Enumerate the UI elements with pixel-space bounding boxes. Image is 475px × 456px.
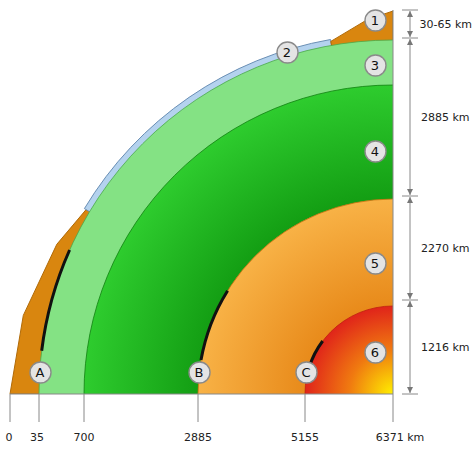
callout-number: A: [36, 365, 45, 380]
callout-circle: A: [29, 361, 52, 384]
thickness-scale: [402, 10, 418, 394]
boundary-mark: [42, 250, 70, 351]
callout-number: 5: [371, 256, 379, 271]
callout-number: 2: [283, 45, 291, 60]
callout-circle: 5: [364, 252, 387, 275]
upper-mantle: [39, 40, 393, 394]
depth-label: 0: [6, 431, 13, 444]
thickness-label: 2885 km: [421, 111, 470, 124]
callout-number: B: [195, 365, 204, 380]
callout-circle: 2: [276, 41, 299, 64]
callout-circle: B: [188, 361, 211, 384]
callout-circle: C: [295, 361, 318, 384]
depth-label: 5155: [291, 431, 319, 444]
callout-number: 4: [371, 144, 379, 159]
callout-circle: 1: [364, 9, 387, 32]
depth-label: 35: [30, 431, 44, 444]
thickness-label: 1216 km: [421, 341, 470, 354]
callout-circle: 3: [364, 54, 387, 77]
depth-label: 6371 km: [376, 431, 425, 444]
lower-mantle: [84, 85, 393, 394]
boundary-mark: [201, 291, 228, 360]
earth-quarter: [10, 11, 393, 394]
outer-core: [198, 199, 393, 394]
thickness-label: 2270 km: [421, 242, 470, 255]
thickness-label: 30-65 km: [419, 18, 472, 31]
callout-number: 6: [371, 345, 379, 360]
inner-core: [305, 306, 393, 394]
callout-circle: 4: [364, 140, 387, 163]
callout-number: 1: [371, 13, 379, 28]
depth-axis: [10, 10, 393, 422]
callout-circle: 6: [364, 341, 387, 364]
callout-number: 3: [371, 58, 379, 73]
callout-number: C: [301, 365, 310, 380]
depth-label: 2885: [184, 431, 212, 444]
depth-label: 700: [74, 431, 95, 444]
